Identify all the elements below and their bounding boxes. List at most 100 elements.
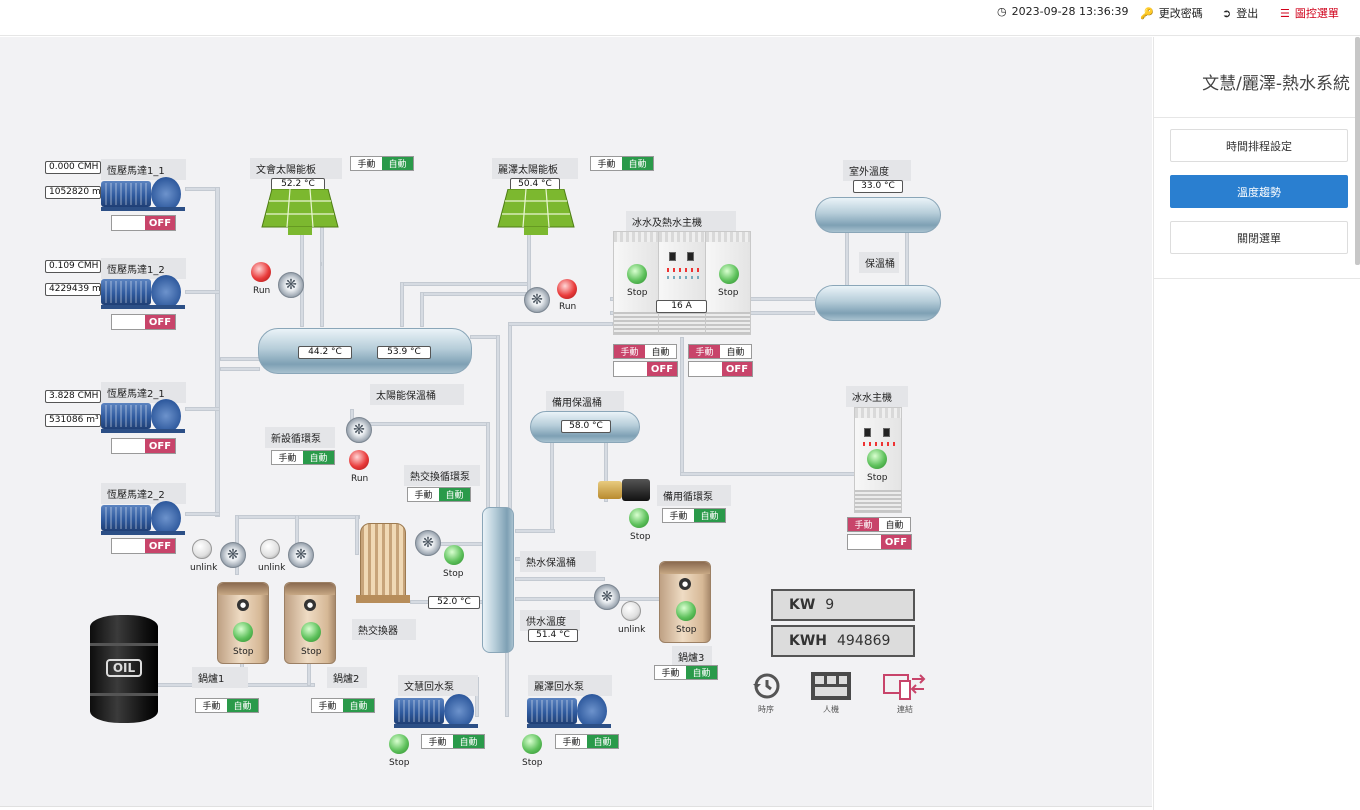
chiller-heat-right-status: Stop (718, 288, 739, 298)
panel-screen-icon (687, 252, 694, 261)
backup-pump[interactable] (598, 477, 652, 503)
backup-pump-label: 備用循環泵 (657, 485, 731, 506)
pump-2-1-total: 531086 m³ (45, 414, 101, 427)
chiller-cold-switch[interactable]: OFF (847, 534, 912, 550)
solar-tank-temp-left: 44.2 °C (298, 346, 352, 359)
solar-pump-2-status: Run (559, 302, 577, 312)
boiler-logo-icon: ● (304, 599, 316, 611)
heat-exchanger (356, 523, 410, 613)
boiler-1-mode-toggle[interactable]: 手動自動 (195, 698, 259, 713)
devices-link-icon (883, 674, 926, 700)
oil-barrel: OIL (90, 615, 158, 723)
solar-panel-wenhui-icon (261, 189, 339, 235)
solar-lize-label: 麗澤太陽能板 (492, 158, 578, 179)
divider (1154, 117, 1360, 118)
return-pump-lize[interactable] (527, 694, 611, 728)
new-circ-pump-label: 新設循環泵 (265, 427, 335, 448)
pump-1-1-switch[interactable]: OFF (111, 215, 176, 231)
solar-pump-1-fan-icon[interactable]: ❋ (278, 272, 304, 298)
solar-storage-tank (258, 328, 472, 374)
nav-hmi[interactable]: 人機 (809, 671, 853, 715)
chiller-heat-control-panel (658, 231, 706, 335)
pipe (680, 472, 860, 476)
change-password-link[interactable]: 🔑 更改密碼 (1140, 6, 1203, 21)
backup-pump-mode-toggle[interactable]: 手動自動 (662, 508, 726, 523)
pipe (360, 422, 490, 426)
scada-canvas: 0.000 CMH 1052820 m³ 恆壓馬達1_1 OFF 0.109 C… (0, 37, 1152, 807)
solar-wenhui-mode-toggle[interactable]: 手動自動 (350, 156, 414, 171)
pipe (215, 187, 220, 517)
oil-label: OIL (106, 659, 142, 677)
chiller-heat-left-switch[interactable]: OFF (613, 361, 678, 377)
logout-link[interactable]: ➲ 登出 (1222, 6, 1259, 21)
chiller-heat-right-switch[interactable]: OFF (688, 361, 753, 377)
boiler-3-label: 鍋爐3 (672, 646, 712, 667)
return-pump-wenhui-mode-toggle[interactable]: 手動自動 (421, 734, 485, 749)
clock-icon: ◷ (997, 5, 1007, 18)
pump-2-1-switch[interactable]: OFF (111, 438, 176, 454)
return-pump-lize-status-lamp (522, 734, 542, 754)
boiler-3-status-lamp (676, 601, 696, 621)
boiler-pump-2-status-lamp (260, 539, 280, 559)
solar-pump-2-fan-icon[interactable]: ❋ (524, 287, 550, 313)
pipe (905, 227, 909, 287)
pump-2-1-flow: 3.828 CMH (45, 390, 101, 403)
hx-circ-pump-mode-toggle[interactable]: 手動自動 (407, 487, 471, 502)
pipe (420, 292, 424, 327)
chiller-heat-right-mode-toggle[interactable]: 手動自動 (688, 344, 752, 359)
new-circ-pump-fan-icon[interactable]: ❋ (346, 417, 372, 443)
pump-2-1-label: 恆壓馬達2_1 (101, 382, 186, 403)
hx-circ-pump-fan-icon[interactable]: ❋ (415, 530, 441, 556)
pump-2-2-switch[interactable]: OFF (111, 538, 176, 554)
menu-icon: ☰ (1280, 6, 1290, 20)
outdoor-temp-value: 33.0 °C (853, 180, 903, 193)
backup-pump-status-lamp (629, 508, 649, 528)
solar-lize-mode-toggle[interactable]: 手動自動 (590, 156, 654, 171)
hot-tank-temp: 52.0 °C (428, 596, 480, 609)
return-pump-wenhui[interactable] (394, 694, 478, 728)
chiller-cold-status-lamp (867, 449, 887, 469)
hx-circ-pump-label: 熱交換循環泵 (404, 465, 480, 486)
boiler-logo-icon: ● (237, 599, 249, 611)
chiller-heat-left-mode-toggle[interactable]: 手動自動 (613, 344, 677, 359)
pump-1-2-total: 4229439 m³ (45, 283, 104, 296)
boiler-pump-2-fan-icon[interactable]: ❋ (288, 542, 314, 568)
pump-1-1-label: 恆壓馬達1_1 (101, 159, 186, 180)
pressure-pump-2-2[interactable] (101, 501, 185, 535)
top-bar: ◷ 2023-09-28 13:36:39 🔑 更改密碼 ➲ 登出 ☰ 圖控選單 (0, 0, 1360, 36)
boiler-3-pump-fan-icon[interactable]: ❋ (594, 584, 620, 610)
pipe (185, 407, 220, 411)
backup-pump-status: Stop (630, 532, 651, 542)
pressure-pump-1-1[interactable] (101, 177, 185, 211)
solar-tank-temp-right: 53.9 °C (377, 346, 431, 359)
monitor-menu-link[interactable]: ☰ 圖控選單 (1280, 6, 1339, 21)
boiler-3-mode-toggle[interactable]: 手動自動 (654, 665, 718, 680)
boiler-2-mode-toggle[interactable]: 手動自動 (311, 698, 375, 713)
temperature-trend-button[interactable]: 溫度趨勢 (1170, 175, 1348, 208)
boiler-3-pump-status-lamp (621, 601, 641, 621)
panel-scrollbar[interactable] (1355, 37, 1360, 265)
panel-screen-icon (669, 252, 676, 261)
return-pump-wenhui-status: Stop (389, 758, 410, 768)
nav-link[interactable]: 連結 (880, 671, 930, 715)
nav-history[interactable]: 時序 (750, 671, 782, 715)
schedule-settings-button[interactable]: 時間排程設定 (1170, 129, 1348, 162)
boiler-pump-1-fan-icon[interactable]: ❋ (220, 542, 246, 568)
close-menu-button[interactable]: 關閉選單 (1170, 221, 1348, 254)
pipe (220, 367, 260, 371)
solar-pump-1-status-lamp (251, 262, 271, 282)
pressure-pump-2-1[interactable] (101, 399, 185, 433)
pipe (550, 437, 554, 532)
panel-screen-icon (883, 428, 890, 437)
pipe (420, 292, 530, 296)
new-circ-pump-mode-toggle[interactable]: 手動自動 (271, 450, 335, 465)
return-pump-lize-mode-toggle[interactable]: 手動自動 (555, 734, 619, 749)
pressure-pump-1-2[interactable] (101, 275, 185, 309)
key-icon: 🔑 (1140, 6, 1154, 20)
supply-temp-value: 51.4 °C (528, 629, 578, 642)
chiller-cold-mode-toggle[interactable]: 手動自動 (847, 517, 911, 532)
hot-water-tank (482, 507, 514, 653)
pump-1-2-switch[interactable]: OFF (111, 314, 176, 330)
